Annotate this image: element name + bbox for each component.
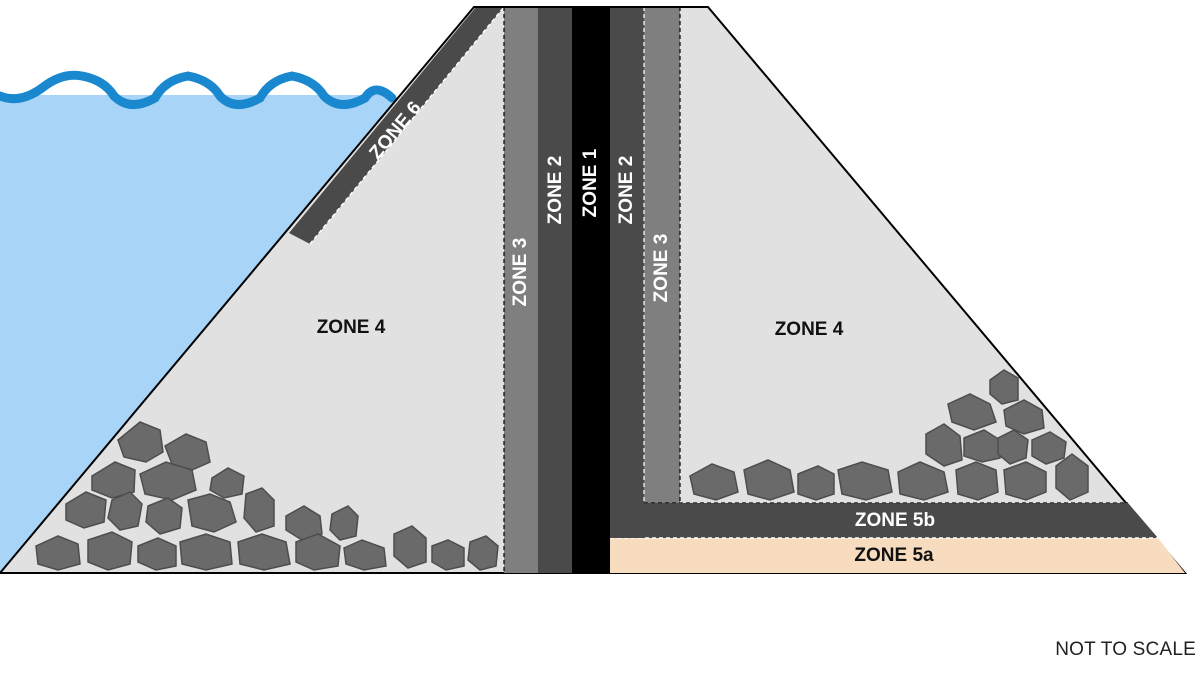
rock [1003,461,1047,501]
zone1-label: ZONE 1 [580,148,601,217]
zone3-right-label: ZONE 3 [651,234,672,303]
zone2-right-band [610,7,644,538]
rock [837,461,893,501]
rock [117,421,164,463]
zone5a-band [610,538,1185,573]
zone5a-label: ZONE 5a [854,545,934,566]
zone3-right-band [644,7,680,503]
rock [925,423,963,467]
rock [1003,399,1045,435]
rock [187,493,237,533]
rock [179,533,233,571]
rock [137,537,177,571]
zone3-left-label: ZONE 3 [510,238,531,307]
rockfill-right [689,369,1089,501]
water-waves [0,70,397,109]
rock [35,535,81,571]
rock [107,491,143,531]
rock [689,463,739,501]
rock [285,505,323,541]
rock [65,491,107,529]
rock [145,497,183,535]
rock [237,533,291,571]
zone2-left-label: ZONE 2 [545,156,566,225]
rock [87,531,133,571]
zone4-right-label: ZONE 4 [775,319,844,340]
zone2-left-band [538,7,572,573]
zone1-band [572,7,610,573]
rock [947,393,997,431]
rock [295,533,341,571]
rock [139,461,197,501]
zone3-left-band [504,7,538,573]
water-body [0,95,392,573]
rock [897,461,949,501]
not-to-scale-note: NOT TO SCALE [1055,639,1196,660]
rock [955,461,999,501]
rock [989,369,1019,405]
reservoir-water [0,70,397,573]
rock [1031,431,1067,465]
rock [209,467,245,499]
rock [467,535,499,571]
rock [243,487,275,533]
core-boundaries [503,7,1128,573]
rock [329,505,359,541]
zone6-band [289,7,504,244]
zone2-right-label: ZONE 2 [616,156,637,225]
zone5b-band [644,503,1158,538]
zone5b-label: ZONE 5b [855,510,935,531]
rock [431,539,465,571]
rock [963,429,1001,463]
rock [393,525,427,569]
zone6-boundary [309,6,505,245]
rock [343,539,387,571]
rock [743,459,795,501]
rock [1055,453,1089,501]
rockfill-left [35,421,499,571]
zone4-left-label: ZONE 4 [317,317,386,338]
rock [91,461,136,499]
rock [797,465,835,501]
